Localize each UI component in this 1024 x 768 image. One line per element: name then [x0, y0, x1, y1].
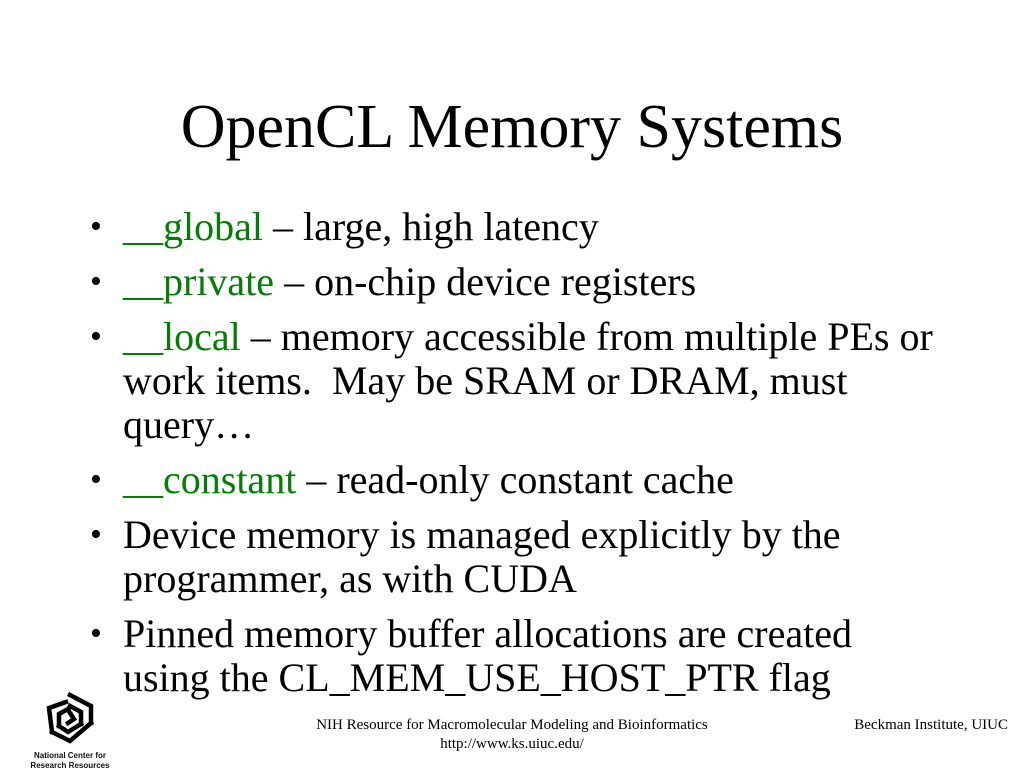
bullet-item: • __local – memory accessible from multi… [90, 313, 1024, 447]
bullet-body: – read-only constant cache [296, 456, 734, 502]
bullet-body: Device memory is managed explicitly by t… [123, 511, 851, 601]
bullet-keyword: __local [123, 313, 241, 359]
bullet-body: – large, high latency [262, 203, 599, 249]
bullet-text: __global – large, high latency [123, 203, 599, 249]
bullet-item: • Device memory is managed explicitly by… [90, 511, 1024, 601]
footer-institute: Beckman Institute, UIUC [854, 717, 1008, 733]
bullet-body: – on-chip device registers [274, 258, 697, 304]
bullet-icon: • [90, 614, 102, 652]
bullet-icon: • [90, 317, 102, 355]
bullet-keyword: __constant [123, 456, 297, 502]
bullet-item: • __private – on-chip device registers [90, 258, 1024, 304]
slide-title: OpenCL Memory Systems [180, 93, 844, 161]
bullet-text: Pinned memory buffer allocations are cre… [123, 610, 938, 700]
bullet-body: Pinned memory buffer allocations are cre… [123, 610, 862, 700]
bullet-keyword: __global [123, 203, 263, 249]
bullet-item: • __global – large, high latency [90, 203, 1024, 249]
bullet-text: __private – on-chip device registers [123, 258, 697, 304]
bullet-icon: • [90, 515, 102, 553]
bullet-text: __constant – read-only constant cache [123, 456, 734, 502]
bullet-text: Device memory is managed explicitly by t… [123, 511, 938, 601]
bullet-list: • __global – large, high latency • __pri… [0, 203, 1024, 700]
bullet-item: • __constant – read-only constant cache [90, 456, 1024, 502]
ncrr-logo-caption-line2: Research Resources [30, 761, 110, 768]
bullet-icon: • [90, 262, 102, 300]
bullet-item: • Pinned memory buffer allocations are c… [90, 610, 1024, 700]
footer-org-line: NIH Resource for Macromolecular Modeling… [316, 717, 708, 733]
bullet-text: __local – memory accessible from multipl… [123, 313, 938, 447]
bullet-keyword: __private [123, 258, 275, 304]
bullet-icon: • [90, 460, 102, 498]
ncrr-logo-icon [46, 691, 95, 744]
bullet-icon: • [90, 207, 102, 245]
ncrr-logo-caption-line1: National Center for [33, 751, 106, 760]
bullet-body: – memory accessible from multiple PEs or… [123, 313, 943, 447]
ncrr-logo-block: National Center for Research Resources [12, 690, 128, 768]
footer-url: http://www.ks.uiuc.edu/ [440, 736, 584, 752]
footer-center: NIH Resource for Macromolecular Modeling… [0, 716, 1024, 754]
